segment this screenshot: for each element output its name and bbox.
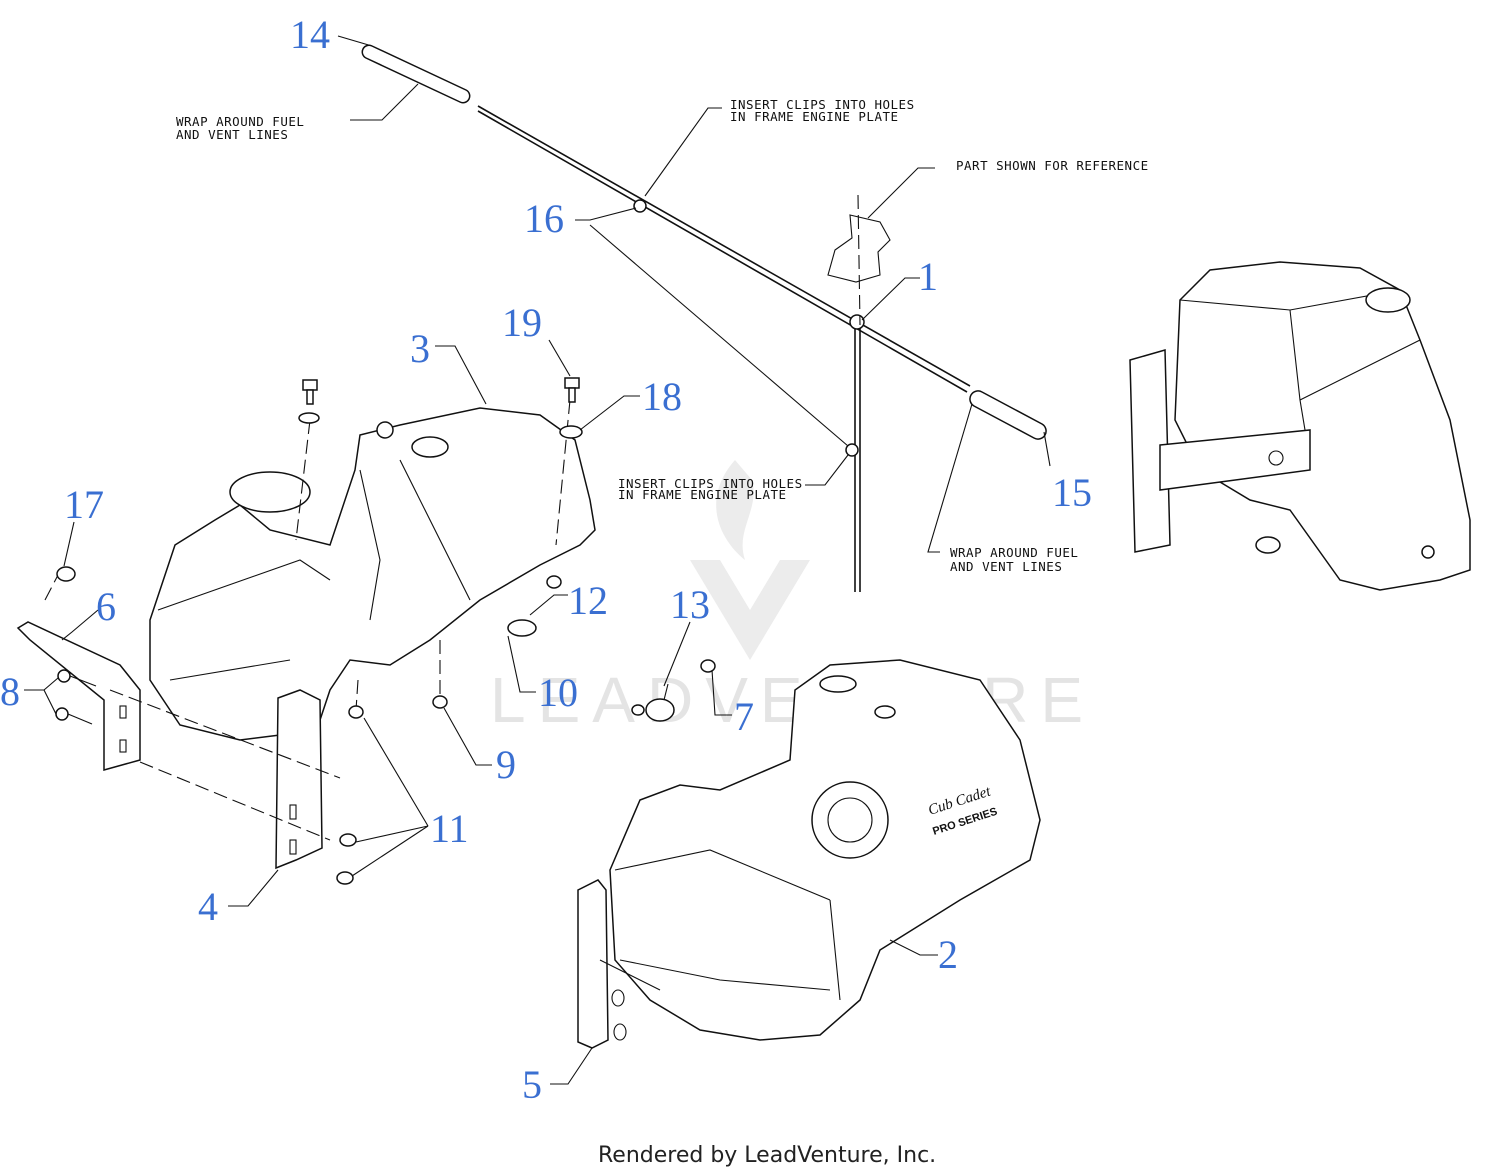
notes: WRAP AROUND FUEL AND VENT LINES INSERT C… [176,97,1149,574]
clamp-part-13 [645,683,675,722]
flame-logo-icon [716,460,754,560]
clip-part-16-bottom [845,443,859,457]
callout-14: 14 [290,12,330,57]
reference-bracket [827,194,891,326]
callout-10: 10 [538,670,578,715]
callout-5: 5 [522,1062,542,1107]
note-wrap-top-line2: AND VENT LINES [176,127,288,142]
callout-12: 12 [568,578,608,623]
nut-part-17 [56,566,76,582]
vent-line-assembly [361,44,1047,592]
callout-11: 11 [430,806,469,851]
callout-1: 1 [918,254,938,299]
nut-part-12 [546,575,562,589]
v-logo-icon [690,560,810,660]
note-wrap-top-line1: WRAP AROUND FUEL [176,114,304,129]
callout-6: 6 [96,584,116,629]
callout-15: 15 [1052,470,1092,515]
fuel-tank-reference [1129,261,1471,591]
callout-labels: 1 2 3 4 5 6 7 8 9 10 11 12 13 14 15 16 1… [0,12,1092,1107]
screw-part-19-left [302,379,318,405]
tank-cap-icon [229,471,311,513]
clip-part-16-top [633,199,647,213]
clip-part-1 [849,314,865,330]
tank-cap-small-icon [411,436,449,458]
nut-part-7b [631,704,645,716]
callout-19: 19 [502,300,542,345]
nut-part-11-top [348,705,364,719]
bolt-part-8-top [57,669,97,687]
note-wrap-right-line1: WRAP AROUND FUEL [950,545,1078,560]
washer-part-18-right [559,425,583,439]
bracket-part-5 [577,879,661,1049]
tank-fill-cap-icon [811,781,889,859]
note-wrap-right-line2: AND VENT LINES [950,559,1062,574]
screw-part-9 [432,695,448,709]
footer-credit: Rendered by LeadVenture, Inc. [598,1143,936,1168]
note-clips-mid-line1: INSERT CLIPS INTO HOLES [618,476,803,491]
callout-2: 2 [938,932,958,977]
callout-4: 4 [198,884,218,929]
note-clips-mid-line2: IN FRAME ENGINE PLATE [618,487,787,502]
bracket-part-4 [275,689,323,870]
callout-13: 13 [670,582,710,627]
clamp-part-10 [507,619,537,637]
screw-part-7 [700,659,716,673]
callout-8: 8 [0,669,20,714]
tank-cap-reference-icon [1365,287,1411,313]
note-clips-top-line1: INSERT CLIPS INTO HOLES [730,97,915,112]
callout-17: 17 [64,482,104,527]
leader-lines [24,35,1051,1085]
callout-7: 7 [734,694,754,739]
washer-part-18-left [298,412,320,424]
note-reference: PART SHOWN FOR REFERENCE [956,158,1149,173]
callout-18: 18 [642,374,682,419]
bracket-part-6 [16,621,141,771]
callout-16: 16 [524,196,564,241]
sleeve-part-14 [361,44,471,104]
note-clips-top-line2: IN FRAME ENGINE PLATE [730,109,899,124]
vent-fitting-icon [376,421,394,439]
screw-part-19-right [564,377,580,403]
nut-part-11-bottom [336,871,354,885]
nut-part-11-mid [339,833,357,847]
callout-9: 9 [496,742,516,787]
sleeve-part-15 [969,390,1047,440]
bolt-part-8-bottom [55,707,93,725]
fuel-tank-part-2: Cub Cadet PRO SERIES [609,659,1041,1041]
callout-3: 3 [410,326,430,371]
